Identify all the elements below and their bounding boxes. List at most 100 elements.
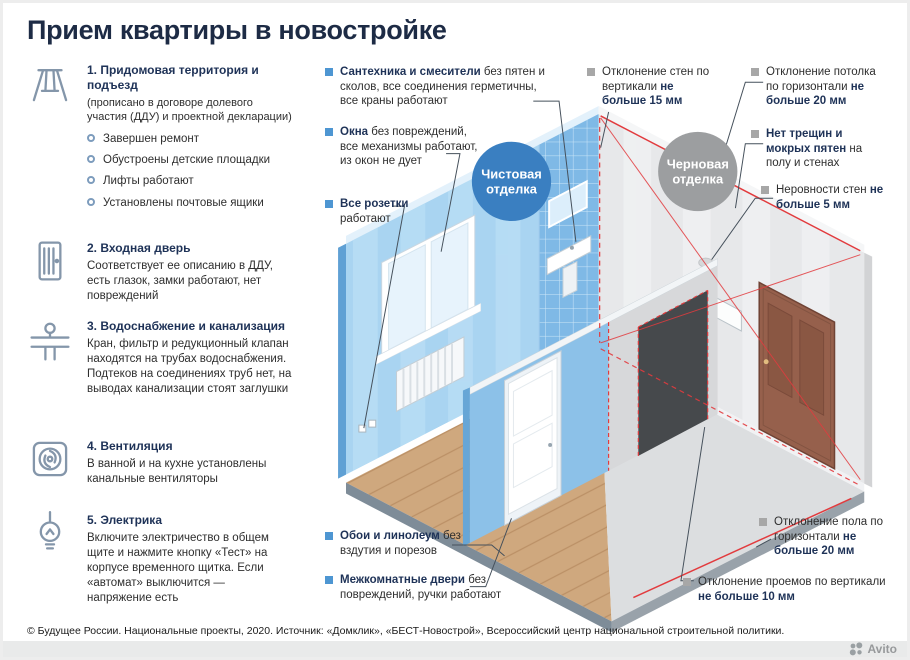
callout-strong: не больше 15 мм — [602, 80, 683, 108]
checklist-body: Соответствует ее описанию в ДДУ, есть гл… — [87, 260, 273, 302]
right-wall-cut-edge — [864, 252, 873, 488]
callout-floor-horizontal: Отклонение пола по горизонтали не больше… — [759, 515, 885, 559]
gray-square-marker — [759, 518, 767, 526]
callout-text: Все розетки работают — [340, 197, 440, 226]
wall-diagonal-measure-2 — [600, 254, 861, 344]
callout-no-cracks: Нет трещин и мокрых пятен на полу и стен… — [751, 127, 881, 171]
room-illustration: Чистовая отделка Черновая отделка — [338, 81, 873, 633]
callout-text: Сантехника и смесители без пятен и сколо… — [340, 65, 545, 109]
callout-wallpaper: Обои и линолеум без вздутия и порезов — [325, 529, 490, 558]
source-credit: © Будущее России. Национальные проекты, … — [27, 625, 785, 637]
avito-logo-icon — [850, 642, 863, 656]
callout-strong: Окна — [340, 126, 369, 138]
gray-square-marker — [683, 578, 691, 586]
sink — [546, 235, 592, 299]
callout-rest: без повреждений, все механизмы работают,… — [340, 126, 478, 168]
checklist-bullet: Установлены почтовые ящики — [87, 196, 292, 210]
finish-circle-badge: Чистовая отделка — [471, 141, 552, 221]
checklist-title: 3. Водоснабжение и канализация — [87, 319, 286, 333]
callout-text: Неровности стен не больше 5 мм — [776, 183, 889, 212]
bullet-ring-icon — [87, 154, 95, 163]
gray-square-marker — [751, 68, 759, 76]
checklist-title: 2. Входная дверь — [87, 241, 191, 255]
callout-strong: Обои и линолеум — [340, 530, 440, 542]
bullet-label: Установлены почтовые ящики — [103, 196, 264, 209]
swing-icon — [27, 61, 73, 107]
callout-rest: работают — [340, 212, 391, 225]
power-outlets — [358, 419, 377, 433]
mirror — [548, 179, 588, 229]
connector-windows — [440, 153, 461, 252]
callout-strong: Межкомнатные двери — [340, 574, 466, 586]
connector-cracks — [734, 143, 764, 209]
light-bulb-icon — [27, 511, 73, 557]
radiator — [396, 336, 465, 413]
partition-wall — [462, 258, 718, 547]
left-wall-cut-edge — [338, 243, 346, 479]
callout-strong: не больше 5 мм — [776, 184, 884, 211]
callout-text: Окна без повреждений, все механизмы рабо… — [340, 125, 480, 169]
callout-text: Отклонение проемов по вертикали не больш… — [698, 575, 898, 604]
callout-walls-vertical: Отклонение стен по вертикали не больше 1… — [587, 65, 717, 109]
callout-strong: Сантехника и смесители — [340, 66, 481, 78]
bullet-label: Обустроены детские площадки — [103, 153, 271, 166]
bathroom-tiles — [539, 113, 599, 376]
finish-circle-label-2: отделка — [486, 181, 538, 196]
callout-rest: без пятен и сколов, все соединения герме… — [340, 66, 545, 108]
rough-circle-label-2: отделка — [672, 171, 724, 186]
floor-cut-edge-left — [346, 482, 612, 633]
checklist-item-water: 3. Водоснабжение и канализация Кран, фил… — [87, 319, 307, 397]
callout-rest: без вздутия и порезов — [340, 530, 461, 557]
checklist-title: 1. Придомовая территория и подъезд — [87, 63, 259, 92]
gray-square-marker — [751, 130, 759, 138]
opening-measure-lines — [637, 289, 709, 456]
callout-wall-bumps: Неровности стен не больше 5 мм — [761, 183, 889, 212]
callout-interior-doors: Межкомнатные двери без повреждений, ручк… — [325, 573, 530, 602]
checklist-body: Кран, фильтр и редукционный клапан наход… — [87, 338, 292, 395]
callout-text: Межкомнатные двери без повреждений, ручк… — [340, 573, 530, 602]
checklist-bullet: Обустроены детские площадки — [87, 153, 292, 167]
callout-text: Обои и линолеум без вздутия и порезов — [340, 529, 490, 558]
entrance-door-icon — [27, 238, 73, 284]
bullet-label: Лифты работают — [103, 175, 194, 188]
connector-wall-bumps — [711, 197, 774, 260]
callout-strong: Нет трещин и мокрых пятен — [766, 128, 847, 155]
finished-room-items — [358, 179, 592, 433]
callout-ceiling-horizontal: Отклонение потолка по горизонтали не бол… — [751, 65, 891, 109]
callout-pre: Отклонение пола по горизонтали — [774, 516, 884, 543]
interior-door-handle — [548, 442, 553, 447]
door-handle — [763, 359, 769, 365]
checklist-subtitle: (прописано в договоре долевого участия (… — [87, 97, 292, 124]
blue-square-marker — [325, 576, 333, 584]
page-title: Прием квартиры в новостройке — [27, 15, 447, 45]
wall-base-measure-line — [600, 348, 861, 487]
callout-windows: Окна без повреждений, все механизмы рабо… — [325, 125, 480, 169]
callout-pre: Отклонение потолка по горизонтали — [766, 66, 876, 93]
bullet-label: Завершен ремонт — [103, 132, 199, 145]
connector-walls-vertical — [600, 111, 610, 148]
checklist-item-electrics: 5. Электрика Включите электричество в об… — [87, 513, 287, 606]
rough-circle-badge: Черновая отделка — [658, 131, 738, 212]
blue-square-marker — [325, 128, 333, 136]
measurement-lines — [599, 115, 861, 599]
window-pane-right — [430, 222, 469, 329]
floor-measure-line — [633, 497, 852, 599]
left-wall-top-edge — [346, 106, 599, 244]
connector-interior-door — [469, 518, 512, 588]
callout-pre: Отклонение проемов по вертикали — [698, 576, 886, 588]
avito-label: Avito — [867, 642, 897, 656]
entrance-door — [758, 281, 836, 470]
callout-text: Отклонение стен по вертикали не больше 1… — [602, 65, 717, 109]
bullet-ring-icon — [87, 176, 95, 185]
callout-sockets: Все розетки работают — [325, 197, 440, 226]
interior-door — [504, 349, 562, 527]
doorway-opening — [638, 290, 708, 456]
bullet-ring-icon — [87, 197, 95, 206]
partition-cut-edge — [462, 387, 470, 547]
checklist-body: Включите электричество в общем щите и на… — [87, 532, 269, 604]
callout-openings-vertical: Отклонение проемов по вертикали не больш… — [683, 575, 898, 604]
window-pane-left — [388, 243, 426, 351]
callout-text: Нет трещин и мокрых пятен на полу и стен… — [766, 127, 881, 171]
bullet-ring-icon — [87, 133, 95, 142]
callout-strong: не больше 10 мм — [698, 590, 795, 603]
